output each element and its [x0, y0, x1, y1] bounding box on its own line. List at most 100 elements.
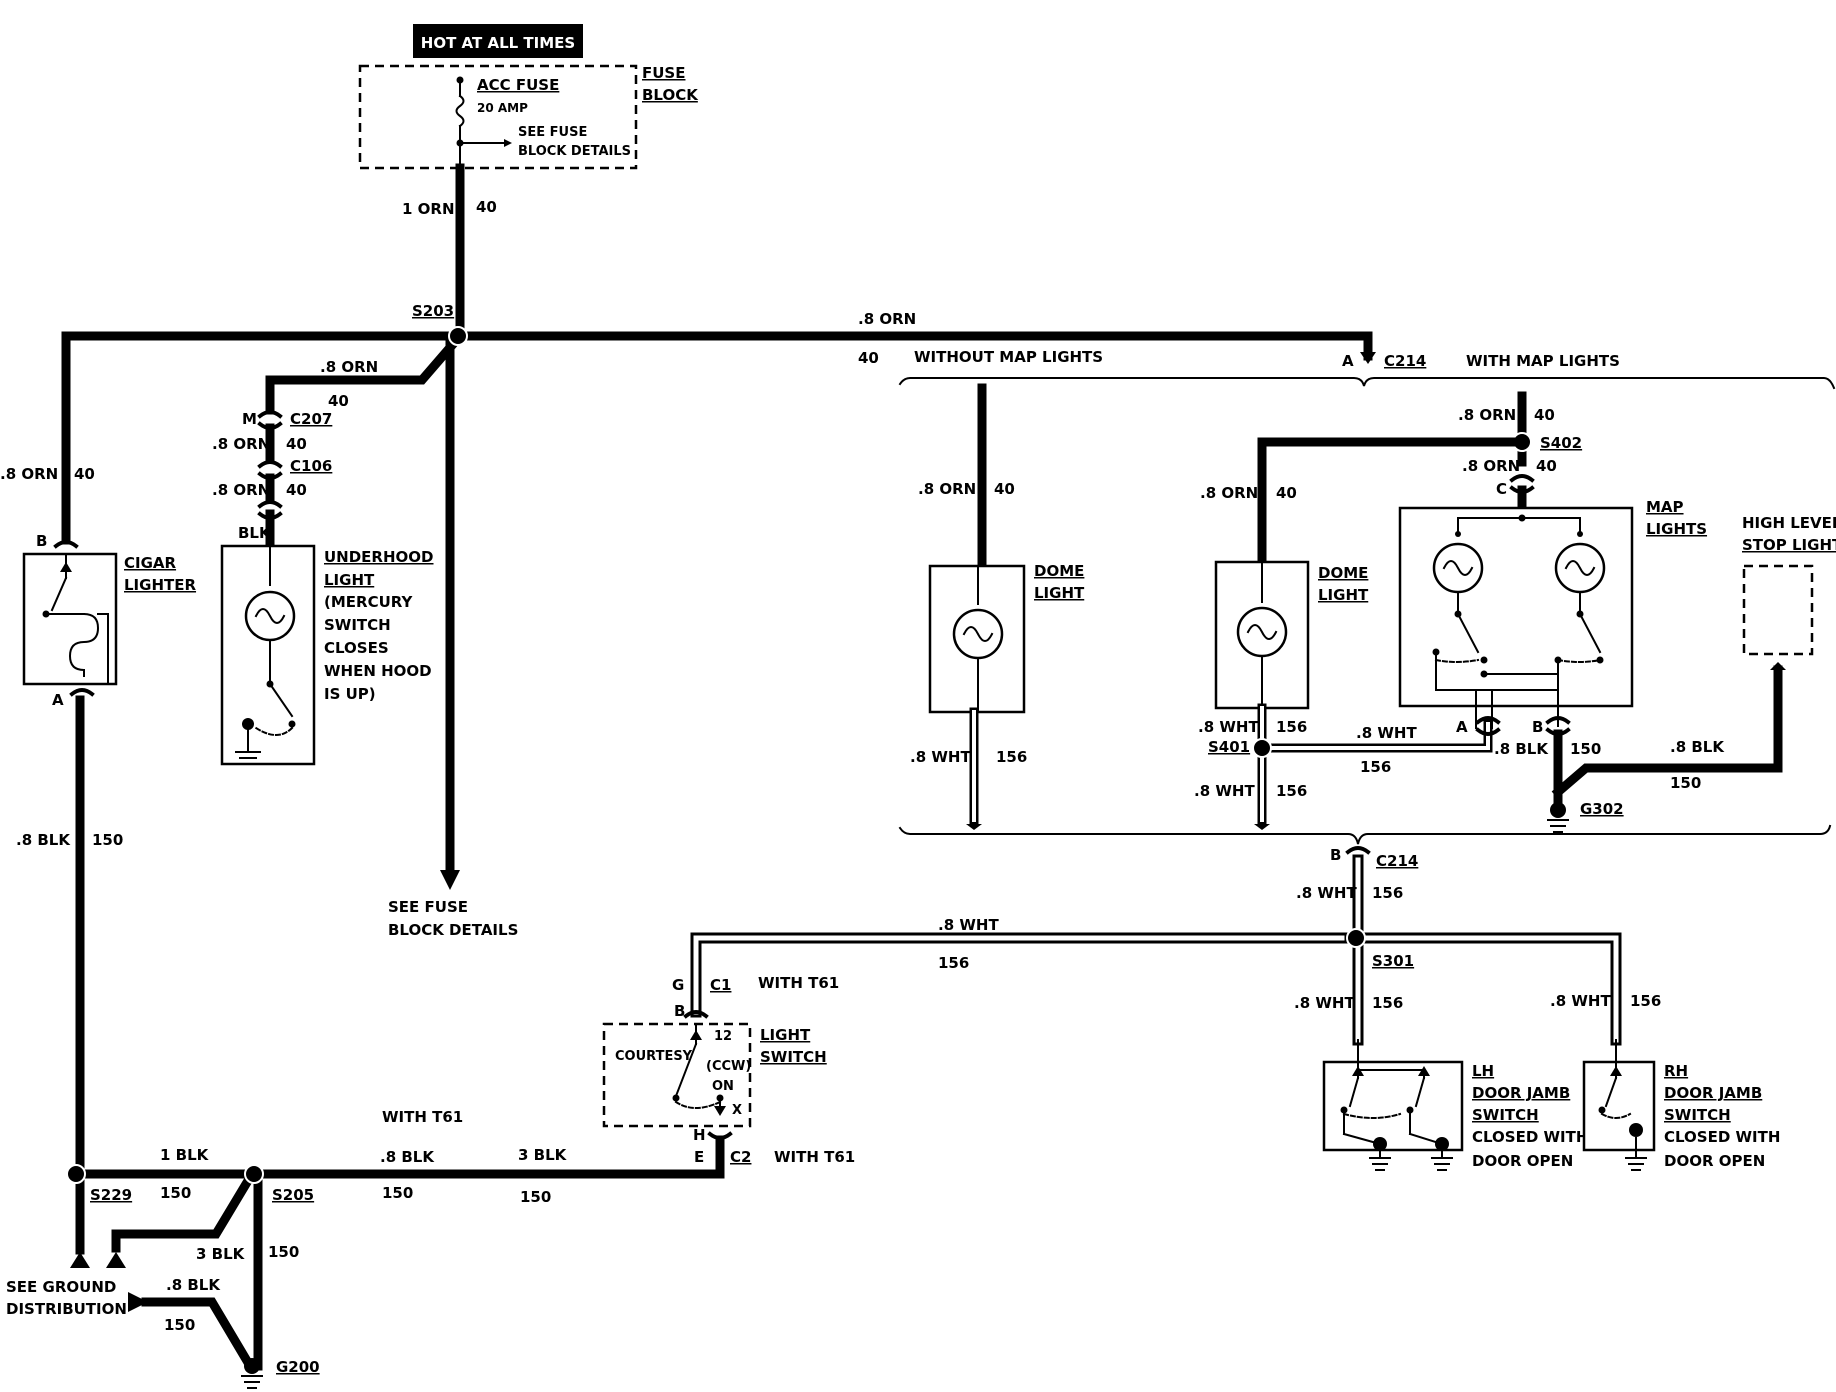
- option-brackets: WITHOUT MAP LIGHTS WITH MAP LIGHTS A C21…: [898, 348, 1836, 845]
- circuit-number: 40: [858, 349, 879, 367]
- circuit-number: 40: [328, 392, 349, 410]
- pin-label: 12: [714, 1029, 732, 1044]
- component-label: LIGHT: [760, 1026, 811, 1044]
- pin-label: B: [674, 1002, 685, 1020]
- component-note-2: SWITCH: [324, 616, 391, 634]
- splice-s229: S229: [66, 1164, 132, 1204]
- connector-label: C214: [1376, 852, 1418, 870]
- without-map-lights-label: WITHOUT MAP LIGHTS: [914, 348, 1103, 366]
- fuse-block-title-2: BLOCK: [642, 86, 699, 104]
- circuit-number: 156: [1630, 992, 1661, 1010]
- wire-blk-s205-c2: [247, 1135, 725, 1179]
- wire-label: .8 BLK: [16, 831, 71, 849]
- circuit-number: 156: [1360, 758, 1391, 776]
- wire-label: .8 WHT: [1198, 718, 1259, 736]
- component-label: HIGH LEVEL: [1742, 514, 1836, 532]
- door-jamb-circuit: B C214 .8 WHT 156 S301 .8 WHT 156 .8 WHT…: [1294, 846, 1780, 1171]
- component-label: DOME: [1318, 564, 1368, 582]
- lighter-switch-icon: [50, 576, 68, 612]
- heating-element-icon: [68, 612, 100, 672]
- component-label-2: DOOR JAMB: [1664, 1084, 1762, 1102]
- circuit-number: 40: [74, 465, 95, 483]
- wire-label: .8 ORN: [1458, 406, 1516, 424]
- fuse-terminal: [456, 76, 464, 84]
- fuse-symbol: [455, 94, 465, 128]
- wire-label: .8 ORN: [212, 481, 270, 499]
- see-fuse-block-text-2: BLOCK DETAILS: [518, 144, 631, 159]
- wire-blk-to-g200: [141, 1297, 257, 1373]
- component-note-2: DOOR OPEN: [1472, 1152, 1573, 1170]
- splice-s301: [1346, 928, 1366, 948]
- component-label: RH: [1664, 1062, 1688, 1080]
- component-label: LH: [1472, 1062, 1494, 1080]
- component-label-2: LIGHTER: [124, 576, 196, 594]
- pin-label: H: [693, 1126, 706, 1144]
- circuit-number: 150: [92, 831, 123, 849]
- light-switch: COURTESY 12 (CCW) ON X LIGHT SWITCH: [602, 1022, 827, 1128]
- wire-label: BLK: [238, 524, 272, 542]
- wire-label: .8 WHT: [910, 748, 971, 766]
- dome-light-without-map: .8 ORN 40 DOME LIGHT .8 WHT 156: [910, 383, 1085, 830]
- door-switch-icon: [1348, 1076, 1360, 1108]
- pin-label: M: [242, 410, 257, 428]
- splice-s401: [1252, 738, 1272, 758]
- underhood-light: BLK UNDERHOOD LIGHT (MERCURY SWITCH CLOS…: [220, 524, 434, 766]
- fuse-block: FUSE BLOCK ACC FUSE 20 AMP SEE FUSE BLOC…: [358, 64, 699, 170]
- circuit-number: 40: [1276, 484, 1297, 502]
- wire-label: .8 ORN: [1462, 457, 1520, 475]
- wire-label: .8 BLK: [1494, 740, 1549, 758]
- component-label-2: LIGHT: [324, 571, 375, 589]
- component-label-3: SWITCH: [1472, 1106, 1539, 1124]
- switch-note: (CCW): [706, 1059, 751, 1074]
- wire-label: 1 ORN: [402, 200, 455, 218]
- pin-label: E: [694, 1148, 704, 1166]
- cigar-lighter: B CIGAR LIGHTER A: [22, 532, 196, 709]
- svg-text:HOT AT ALL TIMES: HOT AT ALL TIMES: [421, 34, 575, 52]
- component-note-3: CLOSES: [324, 639, 389, 657]
- map-switch-right-icon: [1578, 612, 1602, 654]
- wire-label: .8 WHT: [1550, 992, 1611, 1010]
- component-label-2: LIGHT: [1034, 584, 1085, 602]
- fuse-block-title: FUSE: [642, 64, 685, 82]
- ground-label: G200: [276, 1358, 320, 1376]
- splice-label: S229: [90, 1186, 132, 1204]
- circuit-number: 156: [1372, 884, 1403, 902]
- splice-s203: S203: [412, 302, 468, 346]
- pin-label: X: [732, 1103, 742, 1118]
- connector-label: C2: [730, 1148, 751, 1166]
- fuse-block-outline: [358, 64, 638, 170]
- orange-feed-circuit: 1 ORN 40 .8 ORN 40 .8 ORN 40 .8 ORN 40 .…: [0, 163, 1376, 939]
- lh-door-jamb-switch: [1322, 1060, 1464, 1152]
- component-note-2: DOOR OPEN: [1664, 1152, 1765, 1170]
- connector-label: C1: [710, 976, 731, 994]
- component-label-2: DOOR JAMB: [1472, 1084, 1570, 1102]
- wire-label: 3 BLK: [518, 1146, 568, 1164]
- component-label: MAP: [1646, 498, 1684, 516]
- circuit-number: 156: [996, 748, 1027, 766]
- top-bracket: [898, 377, 1836, 390]
- high-level-stop-light: [1742, 564, 1814, 656]
- wire-label: .8 BLK: [380, 1148, 435, 1166]
- circuit-number: 156: [1372, 994, 1403, 1012]
- wire-label: .8 ORN: [1200, 484, 1258, 502]
- splice-s205: S205: [244, 1164, 314, 1204]
- component-label: CIGAR: [124, 554, 177, 572]
- component-label: UNDERHOOD: [324, 548, 434, 566]
- pin-label: A: [1456, 718, 1468, 736]
- circuit-number: 150: [268, 1243, 299, 1261]
- connector-c106: C106: [257, 457, 332, 480]
- circuit-number: 156: [1276, 782, 1307, 800]
- wire-blk-s205-ground-dist: [111, 1167, 259, 1257]
- wire-label: .8 WHT: [938, 916, 999, 934]
- wire-label: 1 BLK: [160, 1146, 210, 1164]
- circuit-number: 40: [994, 480, 1015, 498]
- map-lights-section: .8 ORN 40 S402 .8 ORN 40 C .8 ORN 40 DOM…: [1194, 391, 1836, 833]
- pin-label: A: [1342, 352, 1354, 370]
- courtesy-switch-icon: [674, 1042, 698, 1098]
- wire-label: .8 WHT: [1194, 782, 1255, 800]
- connector-light-plug: [257, 500, 283, 520]
- pin-label: B: [1532, 718, 1543, 736]
- hot-at-all-times-banner: HOT AT ALL TIMES: [413, 24, 583, 58]
- connector-c1: G B C1 WITH T61 .8 WHT 156: [672, 916, 1356, 1020]
